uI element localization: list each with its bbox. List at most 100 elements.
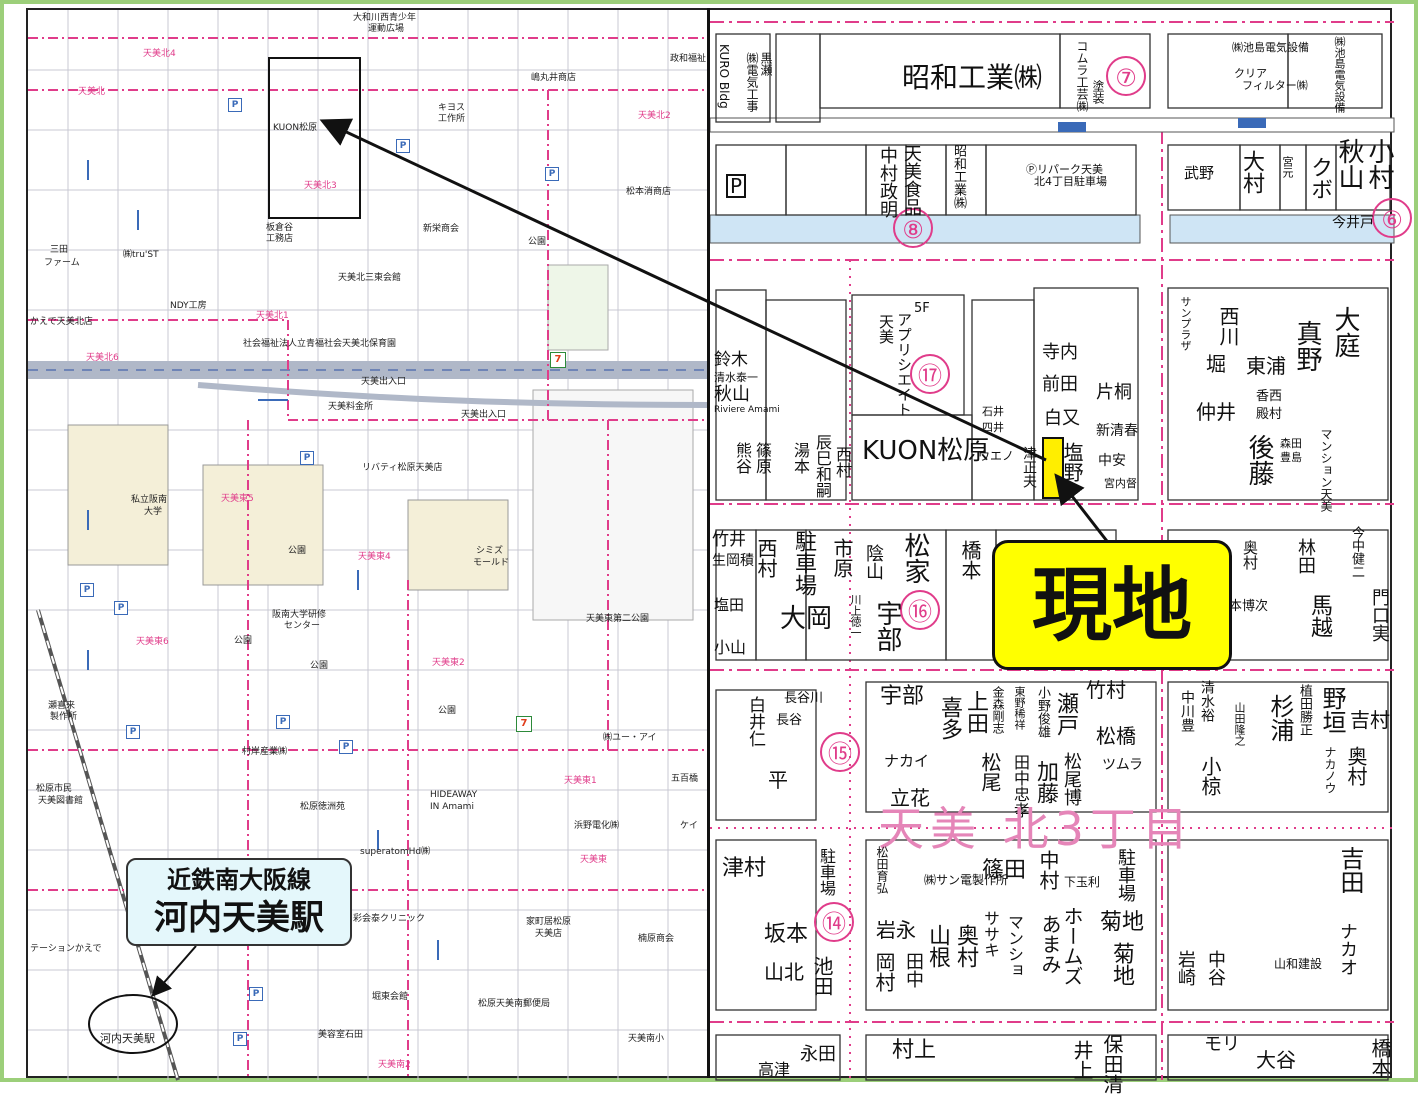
map-label: 天美東2	[432, 658, 465, 668]
map-label: 堀東会館	[372, 992, 409, 1002]
map-label: ㈱ユー・アイ	[603, 733, 657, 743]
block-number-17: ⑰	[910, 354, 950, 394]
map-label: 瀬戸	[1053, 692, 1078, 736]
map-label: 坂本	[764, 922, 809, 947]
map-label: 天美南2	[378, 1060, 411, 1070]
map-label: テーションかえで	[30, 944, 102, 954]
map-label: 駐車場	[791, 530, 816, 596]
map-label: 天美東	[580, 855, 608, 865]
map-label: 喜多	[937, 696, 962, 740]
map-label: 竹井	[712, 530, 746, 550]
map-label: 五百橋	[671, 774, 699, 784]
map-label: 工務店	[266, 234, 294, 244]
map-label: 新清春	[1096, 423, 1138, 439]
map-label: モリ	[1204, 1034, 1240, 1055]
map-label: 市原	[830, 538, 854, 578]
map-label: 塩田	[714, 596, 745, 614]
map-label: 天美北	[78, 87, 106, 97]
map-label: 大和川西青少年	[353, 13, 417, 23]
map-label: 村岸産業㈱	[242, 747, 288, 757]
map-label: 村上	[892, 1038, 937, 1063]
map-label: 小野俊雄	[1035, 686, 1050, 738]
map-label: クボ	[1307, 156, 1332, 200]
map-label: IN Amami	[430, 802, 474, 812]
map-label: 山和建設	[1274, 957, 1323, 971]
map-label: 天美東5	[221, 494, 254, 504]
map-label: マンション天美	[1319, 428, 1333, 512]
map-label: 熊谷	[733, 442, 752, 474]
map-label: 天美東1	[564, 776, 597, 786]
map-label: 井上	[1070, 1040, 1094, 1080]
map-label: 後藤	[1244, 434, 1274, 486]
map-label: アプリシエイト	[895, 312, 913, 417]
map-label: 公園	[438, 706, 457, 716]
map-label: 小山	[714, 638, 747, 657]
map-label: 松原市民	[36, 784, 73, 794]
parking-icon: P	[396, 139, 410, 153]
map-label: 宮元	[1281, 156, 1294, 178]
parking-icon: P	[339, 740, 353, 754]
map-label: 浜野電化㈱	[574, 821, 620, 831]
map-label: シミズ	[476, 546, 504, 556]
map-label: リバティ松原天美店	[362, 463, 443, 473]
map-label: 社会福祉法人立青福社会天美北保育園	[243, 339, 397, 349]
map-label: 瀬喜来	[48, 701, 76, 711]
site-callout: 現地	[992, 540, 1232, 670]
map-label: 天美北2	[638, 111, 671, 121]
map-label: 小村	[1364, 138, 1394, 190]
map-label: 大学	[144, 507, 163, 517]
map-label: 天美東6	[136, 637, 169, 647]
map-label: 嶋丸井商店	[531, 73, 577, 83]
map-label: 石井	[982, 405, 1004, 418]
map-label: 松原天美南郵便局	[478, 999, 551, 1009]
map-label: 金森剛志	[991, 686, 1005, 734]
map-label: 岩永	[876, 918, 916, 942]
map-label: 平	[768, 768, 788, 792]
map-label: HIDEAWAY	[430, 790, 478, 800]
map-label: 下玉利	[1064, 875, 1101, 889]
map-label: 天美出入口	[361, 377, 407, 387]
map-label: 天美	[877, 314, 895, 344]
map-label: 篠原	[753, 442, 772, 474]
map-label: 竹村	[1086, 678, 1126, 702]
map-label: 津村	[722, 856, 767, 881]
map-label: 吉田	[1336, 846, 1364, 894]
map-label: 天美料金所	[328, 402, 374, 412]
map-label: 昭和工業㈱	[902, 61, 1043, 94]
map-label: 岡村	[872, 952, 896, 992]
map-label: 杉浦	[1266, 694, 1294, 742]
map-label: 岩崎	[1175, 950, 1196, 986]
map-label: 私立阪南	[131, 495, 168, 505]
map-label: Riviere Amami	[714, 405, 780, 415]
map-label: フィルター㈱	[1242, 79, 1308, 92]
block-number-6: ⑥	[1372, 198, 1412, 238]
map-label: コムラ工芸㈱	[1075, 40, 1089, 112]
map-label: 松原徳洲苑	[300, 802, 346, 812]
map-label: 大岡	[780, 604, 833, 634]
map-label: 菊地	[1109, 942, 1134, 986]
map-label: 東浦	[1246, 354, 1286, 378]
map-label: 東野稀祥	[1013, 686, 1026, 730]
map-label: 5F	[914, 301, 930, 316]
map-label: ファーム	[44, 258, 80, 268]
map-label: 寺内	[1042, 342, 1078, 363]
map-label: 天美東第二公園	[586, 614, 650, 624]
map-label: ケイ	[680, 821, 698, 831]
map-label: 松橋	[1096, 724, 1136, 748]
block-number-14: ⑭	[814, 902, 854, 942]
map-label: KUON松原	[862, 436, 990, 466]
detail-map-blocks	[709, 21, 1395, 1081]
map-label: 阪南大学研修	[272, 610, 327, 620]
map-label: 永田	[800, 1044, 836, 1065]
panel-divider	[707, 8, 710, 1078]
map-label: 大谷	[1256, 1048, 1296, 1072]
map-label: 立花	[890, 786, 930, 810]
map-label: キヨス	[438, 103, 466, 113]
map-label: 宇部	[880, 684, 925, 709]
map-label: 奥村	[1344, 746, 1368, 786]
map-label: 大村	[1239, 150, 1264, 194]
map-label: 松田育弘	[875, 846, 889, 894]
station-line-name: 近鉄南大阪線	[167, 865, 311, 894]
map-label: 美容室石田	[318, 1030, 364, 1040]
map-label: 松尾博	[1061, 752, 1082, 806]
